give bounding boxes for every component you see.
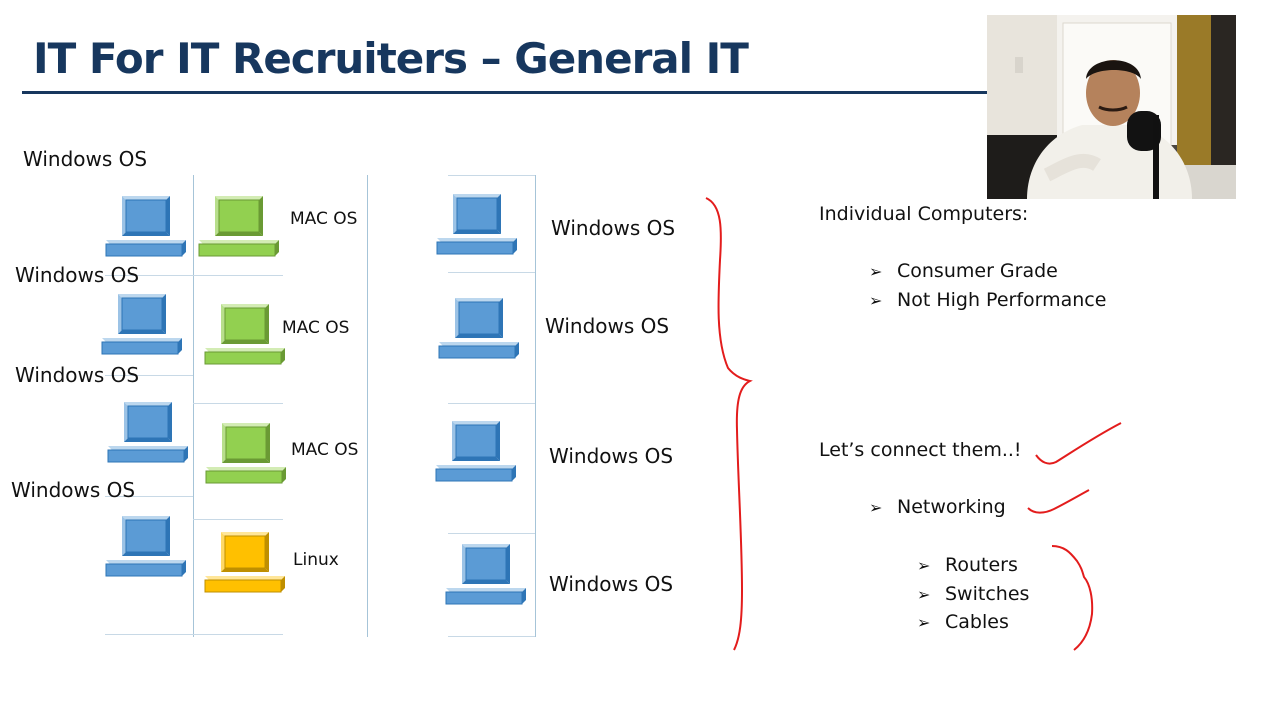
arrowhead-bullet-icon: ➢: [917, 585, 931, 604]
computer-icon: [101, 294, 182, 355]
grid-divider: [193, 519, 283, 520]
check-mark-annotation: [1027, 489, 1090, 514]
bullet-item: ➢ Networking: [869, 496, 1006, 518]
grid-divider: [535, 175, 536, 637]
os-label-windows: Windows OS: [551, 216, 676, 240]
os-label-windows: Windows OS: [549, 572, 674, 596]
sub-bullet-text: Switches: [945, 583, 1030, 605]
arrowhead-bullet-icon: ➢: [917, 556, 931, 575]
os-label-windows: Windows OS: [15, 363, 140, 387]
grid-divider: [105, 634, 283, 635]
os-label-windows: Windows OS: [11, 478, 136, 502]
os-label-mac: MAC OS: [291, 440, 359, 460]
webcam-video: [987, 15, 1236, 199]
grid-divider: [448, 636, 535, 637]
os-label-windows: Windows OS: [15, 263, 140, 287]
computer-icon: [105, 196, 186, 257]
grid-divider: [367, 175, 368, 637]
bullet-text: Consumer Grade: [897, 260, 1058, 282]
grid-divider: [105, 375, 193, 376]
arrowhead-bullet-icon: ➢: [917, 613, 931, 632]
check-mark-annotation: [1035, 422, 1122, 465]
sub-bullet-item: ➢ Cables: [917, 611, 1009, 633]
sub-bullet-text: Cables: [945, 611, 1009, 633]
grid-divider: [448, 533, 535, 534]
bullet-text: Not High Performance: [897, 289, 1107, 311]
arrowhead-bullet-icon: ➢: [869, 291, 883, 310]
grid-divider: [193, 403, 283, 404]
computer-icon: [105, 516, 186, 577]
os-label-mac: MAC OS: [282, 318, 350, 338]
os-label-windows: Windows OS: [549, 444, 674, 468]
bullet-text: Networking: [897, 496, 1006, 518]
bullet-item: ➢ Not High Performance: [869, 289, 1106, 311]
computer-icon: [435, 421, 516, 482]
curly-brace-annotation: [705, 197, 753, 651]
computer-icon: [205, 423, 286, 484]
grid-divider: [448, 175, 535, 176]
os-label-windows: Windows OS: [545, 314, 670, 338]
computer-icon: [204, 532, 285, 593]
computer-icon: [107, 402, 188, 463]
title-underline: [22, 91, 987, 94]
grid-divider: [193, 175, 194, 637]
sub-bullet-item: ➢ Switches: [917, 583, 1029, 605]
presenter-video-image: [987, 15, 1236, 199]
grid-divider: [448, 403, 535, 404]
grid-divider: [105, 496, 193, 497]
grid-divider: [105, 275, 283, 276]
sub-bullet-text: Routers: [945, 554, 1018, 576]
grid-divider: [448, 272, 535, 273]
os-label-linux: Linux: [293, 550, 339, 570]
os-label-windows: Windows OS: [23, 147, 148, 171]
sub-bullet-item: ➢ Routers: [917, 554, 1018, 576]
bullet-item: ➢ Consumer Grade: [869, 260, 1058, 282]
computer-icon: [198, 196, 279, 257]
curly-brace-annotation: [1051, 545, 1094, 651]
arrowhead-bullet-icon: ➢: [869, 498, 883, 517]
os-label-mac: MAC OS: [290, 209, 358, 229]
computer-icon: [445, 544, 526, 605]
slide-title: IT For IT Recruiters – General IT: [33, 34, 749, 83]
connect-text: Let’s connect them..!: [819, 439, 1022, 461]
computer-icon: [436, 194, 517, 255]
computer-icon: [204, 304, 285, 365]
arrowhead-bullet-icon: ➢: [869, 262, 883, 281]
computer-icon: [438, 298, 519, 359]
individual-computers-heading: Individual Computers:: [819, 203, 1029, 225]
